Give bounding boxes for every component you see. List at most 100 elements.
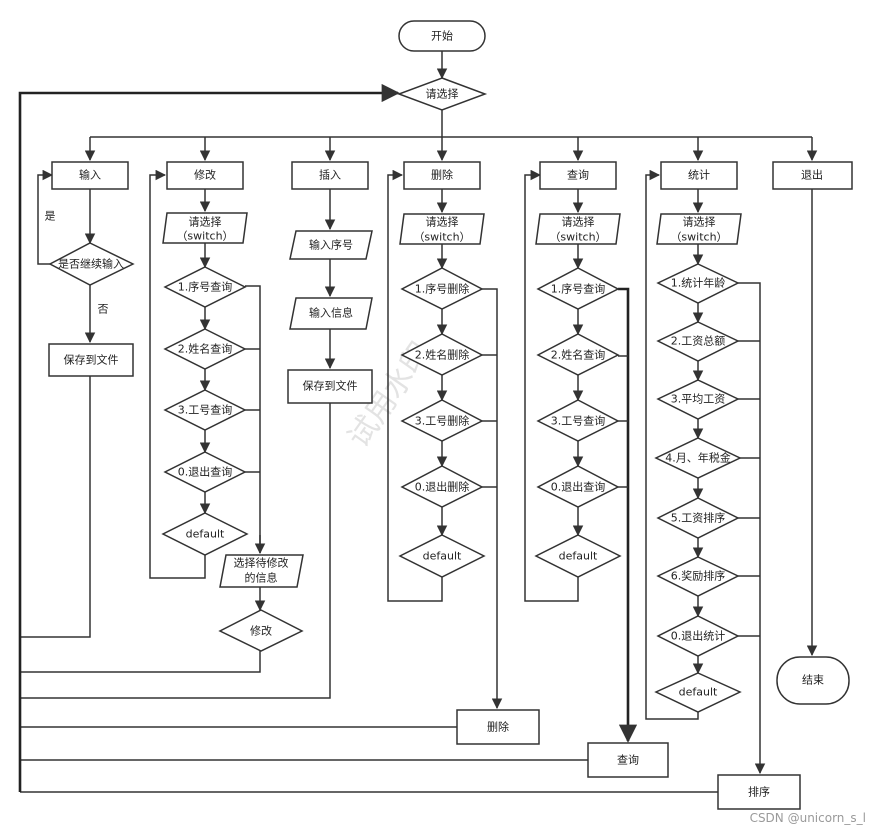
svg-text:2.姓名查询: 2.姓名查询 [178,342,233,356]
svg-text:是否继续输入: 是否继续输入 [58,257,124,271]
node-insert: 插入 [291,161,369,190]
svg-text:选择待修改: 选择待修改 [234,556,289,570]
svg-text:1.统计年龄: 1.统计年龄 [671,276,726,290]
query-option-1: 1.序号查询 [536,267,620,310]
svg-text:请选择: 请选择 [189,215,222,229]
delete-option-3: 3.工号删除 [400,399,484,442]
node-choose: 请选择 [396,77,488,111]
node-continue-input: 是否继续输入 [48,242,135,286]
delete-option-2: 2.姓名删除 [400,333,484,376]
node-select-modify: 选择待修改 的信息 [219,554,304,588]
stats-option-1: 1.统计年龄 [656,263,740,304]
node-query: 查询 [539,161,617,190]
svg-text:0.退出查询: 0.退出查询 [178,465,233,479]
modify-option-0: 0.退出查询 [163,451,247,493]
svg-text:统计: 统计 [688,169,710,182]
node-save-file-1: 保存到文件 [48,343,134,377]
node-input-seq: 输入序号 [289,230,373,260]
node-save-file-2: 保存到文件 [287,369,373,404]
svg-text:修改: 修改 [250,624,272,638]
svg-text:（switch）: （switch） [549,231,606,244]
svg-text:删除: 删除 [431,168,453,182]
modify-option-2: 2.姓名查询 [163,328,247,370]
svg-text:查询: 查询 [567,168,589,182]
svg-text:删除: 删除 [487,720,509,734]
node-delete-switch: 请选择 （switch） [399,213,485,245]
svg-text:1.序号查询: 1.序号查询 [551,282,606,296]
delete-option-1: 1.序号删除 [400,267,484,310]
modify-option-3: 3.工号查询 [163,389,247,431]
svg-text:0.退出查询: 0.退出查询 [551,480,606,494]
node-start: 开始 [398,20,486,52]
svg-text:（switch）: （switch） [670,231,727,244]
svg-text:3.平均工资: 3.平均工资 [671,393,726,406]
svg-text:0.退出删除: 0.退出删除 [415,480,470,494]
svg-text:default: default [559,550,598,563]
node-delete: 删除 [403,161,481,190]
modify-option-default: default [161,512,249,556]
node-exit: 退出 [772,161,853,190]
svg-text:保存到文件: 保存到文件 [303,379,358,393]
svg-text:3.工号查询: 3.工号查询 [551,414,606,428]
node-query-switch: 请选择 （switch） [535,213,621,245]
svg-text:6.奖励排序: 6.奖励排序 [671,569,726,583]
svg-text:结束: 结束 [802,674,824,687]
delete-option-0: 0.退出删除 [400,465,484,508]
svg-text:请选择: 请选择 [426,87,459,101]
node-end: 结束 [776,656,850,705]
svg-text:请选择: 请选择 [683,215,716,229]
query-option-2: 2.姓名查询 [536,333,620,376]
svg-text:3.工号删除: 3.工号删除 [415,414,470,428]
svg-text:（switch）: （switch） [176,230,233,243]
svg-text:请选择: 请选择 [562,215,595,229]
query-option-3: 3.工号查询 [536,399,620,442]
node-stats-switch: 请选择 （switch） [656,213,742,245]
svg-text:default: default [186,528,225,541]
svg-text:请选择: 请选择 [426,215,459,229]
svg-text:4.月、年税金: 4.月、年税金 [665,451,731,465]
delete-option-default: default [398,534,486,578]
node-delete-action: 删除 [456,709,540,745]
query-option-0: 0.退出查询 [536,465,620,508]
edge-label-yes: 是 [45,210,56,223]
svg-text:排序: 排序 [748,785,770,799]
svg-text:退出: 退出 [801,168,823,182]
svg-text:default: default [679,686,718,699]
stats-option-5: 5.工资排序 [656,497,740,539]
node-sort-action: 排序 [717,774,801,810]
svg-text:插入: 插入 [319,168,341,182]
node-modify-action: 修改 [218,609,304,652]
node-modify-switch: 请选择 （switch） [162,212,248,244]
svg-text:输入信息: 输入信息 [309,306,353,320]
stats-option-0: 0.退出统计 [656,615,740,657]
svg-text:1.序号查询: 1.序号查询 [178,280,233,294]
node-modify: 修改 [166,161,244,190]
svg-text:2.工资总额: 2.工资总额 [671,334,726,348]
svg-text:5.工资排序: 5.工资排序 [671,511,726,525]
node-query-action: 查询 [587,742,669,778]
svg-text:0.退出统计: 0.退出统计 [671,629,726,643]
svg-text:（switch）: （switch） [413,231,470,244]
svg-text:2.姓名删除: 2.姓名删除 [415,348,470,362]
stats-option-6: 6.奖励排序 [656,556,740,597]
svg-text:开始: 开始 [431,29,453,43]
svg-text:default: default [423,550,462,563]
svg-text:1.序号删除: 1.序号删除 [415,282,470,296]
svg-text:2.姓名查询: 2.姓名查询 [551,348,606,362]
svg-text:保存到文件: 保存到文件 [64,353,119,367]
svg-text:修改: 修改 [194,168,216,182]
svg-text:输入: 输入 [79,168,101,182]
node-input: 输入 [51,161,129,190]
node-input-info: 输入信息 [289,297,373,330]
credit-text: CSDN @unicorn_s_l [750,811,866,825]
stats-option-3: 3.平均工资 [656,379,740,420]
edges [18,51,818,793]
svg-text:查询: 查询 [617,753,639,767]
stats-option-4: 4.月、年税金 [654,437,742,479]
svg-text:3.工号查询: 3.工号查询 [178,403,233,417]
stats-option-default: default [654,672,742,713]
svg-text:的信息: 的信息 [245,571,278,585]
node-stats: 统计 [660,161,738,190]
query-option-default: default [534,534,622,578]
stats-option-2: 2.工资总额 [656,321,740,362]
